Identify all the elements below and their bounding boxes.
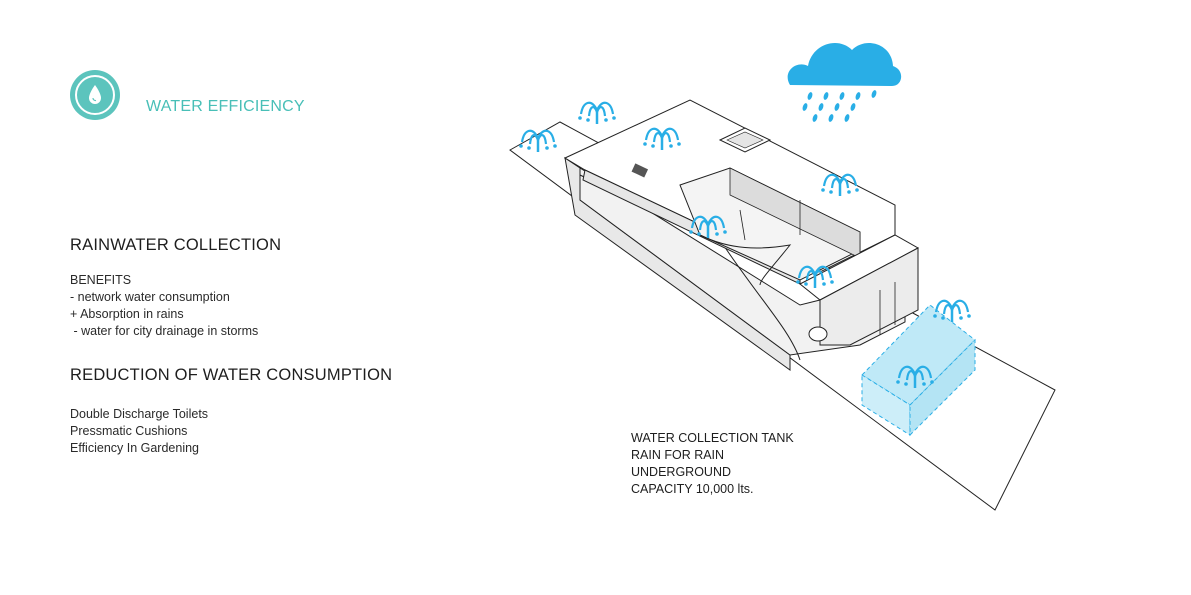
badge-ring	[75, 75, 115, 115]
benefits-line: - water for city drainage in storms	[70, 324, 259, 338]
reduction-line: Efficiency In Gardening	[70, 441, 200, 455]
sprinkler-icon	[576, 101, 618, 126]
rain-downpipe	[808, 326, 828, 342]
water-drop-icon	[89, 85, 101, 104]
benefits-line: + Absorption in rains	[70, 307, 184, 321]
reduction-list: Double Discharge Toilets Pressmatic Cush…	[70, 406, 208, 457]
tank-label-line: UNDERGROUND	[631, 465, 731, 479]
rainwater-collection-title: RAINWATER COLLECTION	[70, 236, 282, 254]
page-title: WATER EFFICIENCY	[146, 98, 305, 115]
tank-label-line: RAIN FOR RAIN	[631, 448, 725, 462]
benefits-list: BENEFITS - network water consumption + A…	[70, 272, 258, 340]
skylight-inner	[726, 131, 764, 149]
reduction-line: Pressmatic Cushions	[70, 424, 188, 438]
tank-label-line: WATER COLLECTION TANK	[631, 431, 794, 445]
water-tank-side	[909, 338, 976, 437]
roof-vent	[631, 163, 649, 178]
benefits-line: BENEFITS	[70, 273, 132, 287]
tank-label-line: CAPACITY 10,000 lts.	[631, 482, 754, 496]
rain-cloud-icon	[787, 43, 902, 122]
benefits-line: - network water consumption	[70, 290, 230, 304]
water-tank-label: WATER COLLECTION TANK RAIN FOR RAIN UNDE…	[631, 430, 794, 498]
water-efficiency-badge	[70, 70, 120, 120]
reduction-line: Double Discharge Toilets	[70, 407, 209, 421]
reduction-title: REDUCTION OF WATER CONSUMPTION	[70, 366, 393, 384]
stair-curve	[699, 234, 792, 286]
